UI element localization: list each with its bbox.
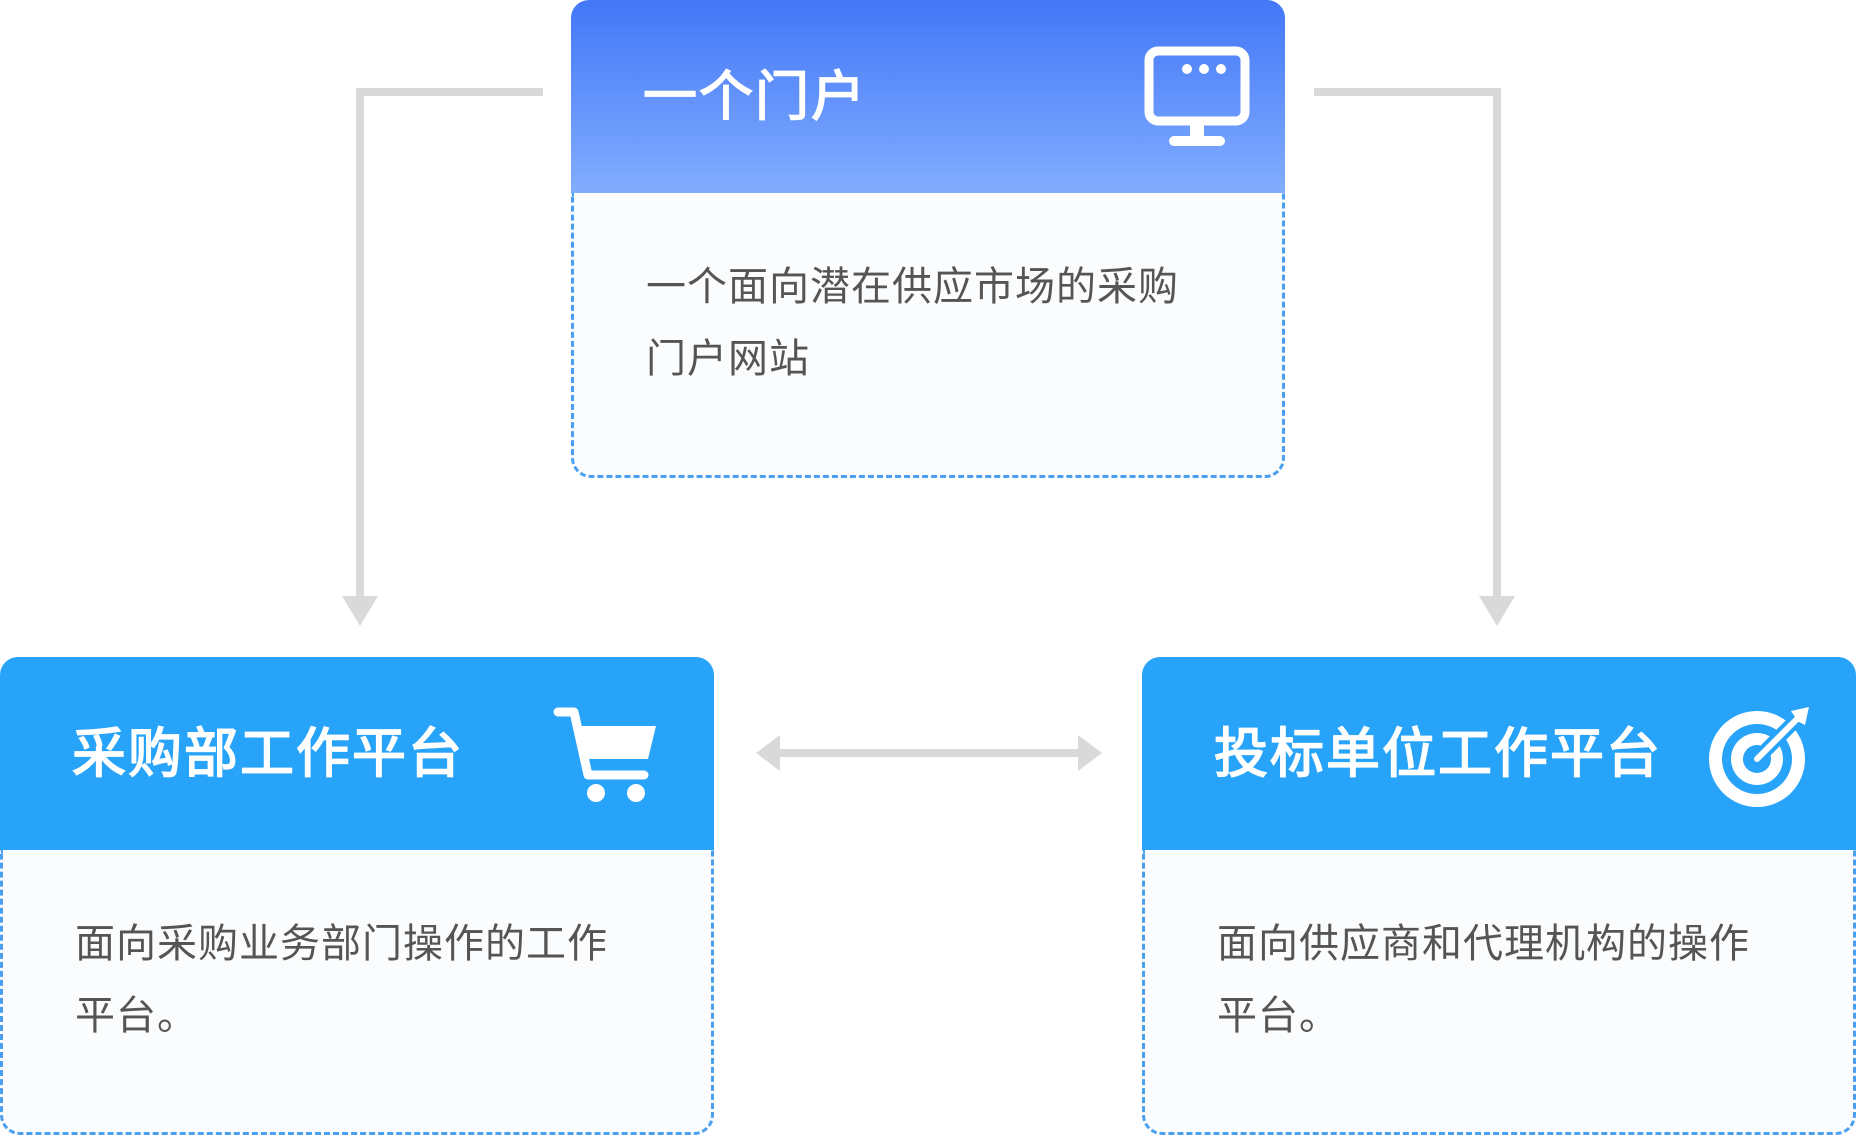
purchase-platform-description: 面向采购业务部门操作的工作 平台。	[75, 908, 608, 1052]
portal-title: 一个门户	[643, 65, 867, 128]
bidder-platform-description: 面向供应商和代理机构的操作 平台。	[1217, 908, 1750, 1052]
bidder-platform-header: 投标单位工作平台	[1142, 657, 1856, 850]
portal-description-line-2: 门户网站	[646, 336, 810, 382]
arrowhead-left	[756, 735, 780, 771]
arrowhead-right	[1078, 735, 1102, 771]
portal-header: 一个门户	[571, 0, 1285, 193]
purchase-platform-header: 采购部工作平台	[0, 657, 714, 850]
node-portal: 一个门户 一个面向潜在供应市场的采购 门户网站	[571, 0, 1285, 478]
target-icon	[1705, 701, 1815, 811]
monitor-icon	[1142, 44, 1252, 154]
arrowhead-down-right	[1479, 596, 1515, 626]
shopping-cart-icon	[552, 701, 662, 811]
bidder-platform-body: 面向供应商和代理机构的操作 平台。	[1142, 850, 1856, 1135]
node-bidder-platform: 投标单位工作平台 面向供应商和代理机构的操作 平台。	[1142, 657, 1856, 1135]
edge-portal-to-purchase	[342, 88, 543, 626]
arrowhead-down-left	[342, 596, 378, 626]
purchase-platform-body: 面向采购业务部门操作的工作 平台。	[0, 850, 714, 1135]
portal-description-line-1: 一个面向潜在供应市场的采购	[646, 264, 1179, 310]
bidder-platform-title: 投标单位工作平台	[1214, 722, 1662, 785]
purchase-platform-description-line-1: 面向采购业务部门操作的工作	[75, 921, 608, 967]
portal-body: 一个面向潜在供应市场的采购 门户网站	[571, 193, 1285, 478]
bidder-platform-description-line-2: 平台。	[1217, 993, 1340, 1039]
portal-description: 一个面向潜在供应市场的采购 门户网站	[646, 251, 1179, 395]
edge-portal-to-bidder	[1314, 88, 1515, 626]
edge-purchase-bidder-bidirectional	[756, 735, 1102, 771]
node-purchase-platform: 采购部工作平台 面向采购业务部门操作的工作 平台。	[0, 657, 714, 1135]
purchase-platform-description-line-2: 平台。	[75, 993, 198, 1039]
purchase-platform-title: 采购部工作平台	[72, 722, 464, 785]
bidder-platform-description-line-1: 面向供应商和代理机构的操作	[1217, 921, 1750, 967]
